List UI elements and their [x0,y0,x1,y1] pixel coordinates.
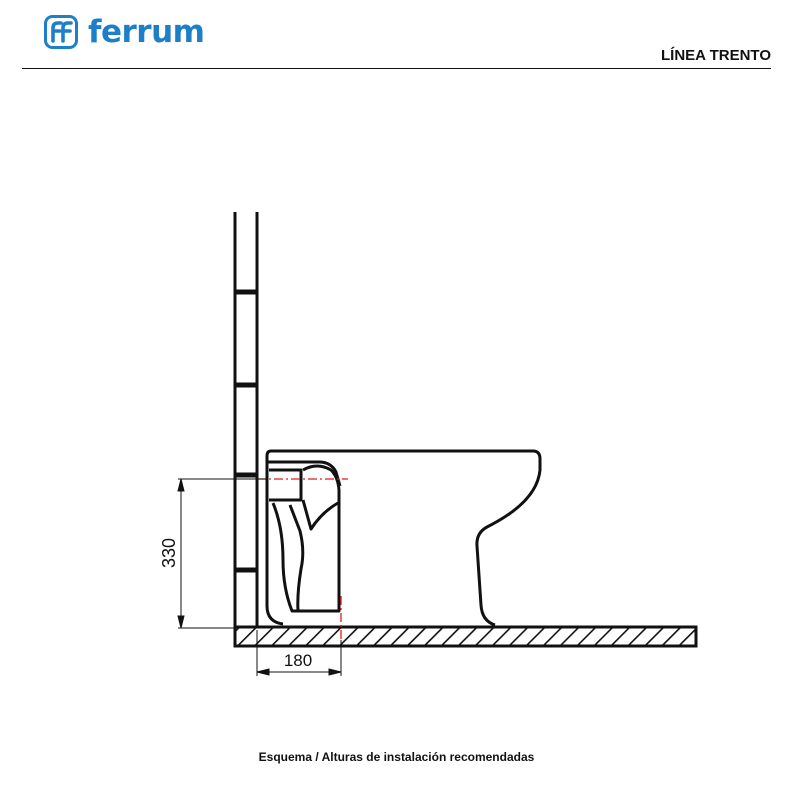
height-dimension [177,478,267,629]
brand-name: ferrum [88,14,205,50]
height-dimension-label: 330 [159,538,179,568]
installation-guides [257,478,348,640]
floor [233,625,698,648]
ferrum-logo-icon [44,15,78,49]
header-divider [22,68,771,69]
product-line-title: LÍNEA TRENTO [660,47,771,64]
distance-dimension-label: 180 [284,651,312,670]
ferrum-logo: ferrum [44,10,205,54]
wall [233,212,259,628]
toilet-side-view [265,449,542,627]
distance-dimension [256,630,342,676]
figure-caption: Esquema / Alturas de instalación recomen… [258,750,535,764]
